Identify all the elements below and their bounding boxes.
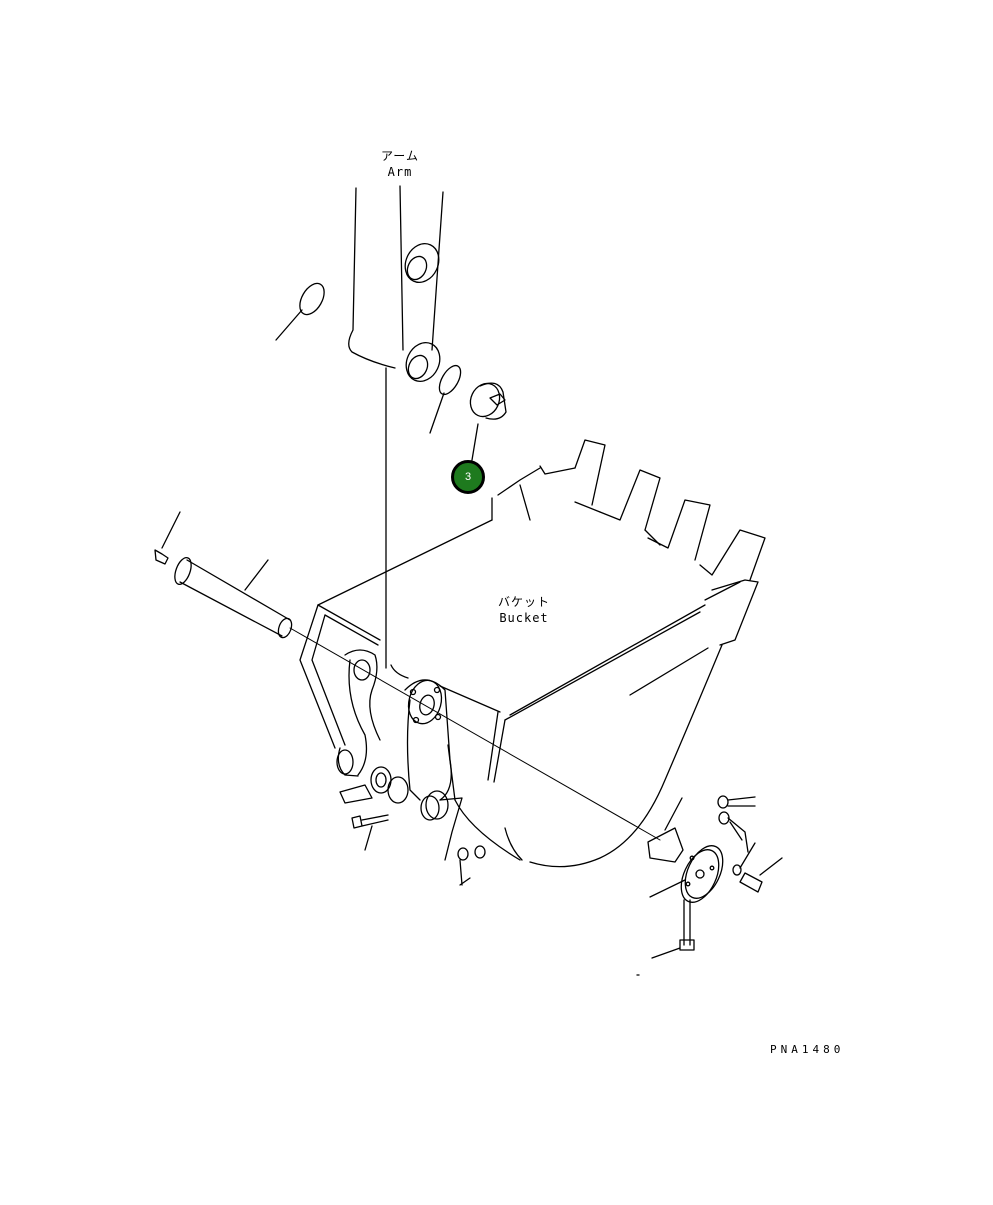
collar-part: [469, 382, 507, 461]
bucket-drawing: [299, 439, 766, 868]
arm-label: アーム Arm: [365, 148, 435, 180]
bucket-label-japanese: バケット: [497, 595, 550, 609]
arm-label-japanese: アーム: [381, 149, 419, 163]
drawing-code: PNA1480: [770, 1043, 845, 1056]
bucket-label: バケット Bucket: [484, 594, 564, 626]
o-ring-parts: [275, 282, 462, 434]
arm-drawing: [348, 185, 444, 679]
part-callout-3[interactable]: 3: [451, 460, 485, 494]
bucket-label-english: Bucket: [499, 611, 549, 625]
arm-label-english: Arm: [387, 165, 413, 179]
pin-parts: [154, 511, 783, 976]
